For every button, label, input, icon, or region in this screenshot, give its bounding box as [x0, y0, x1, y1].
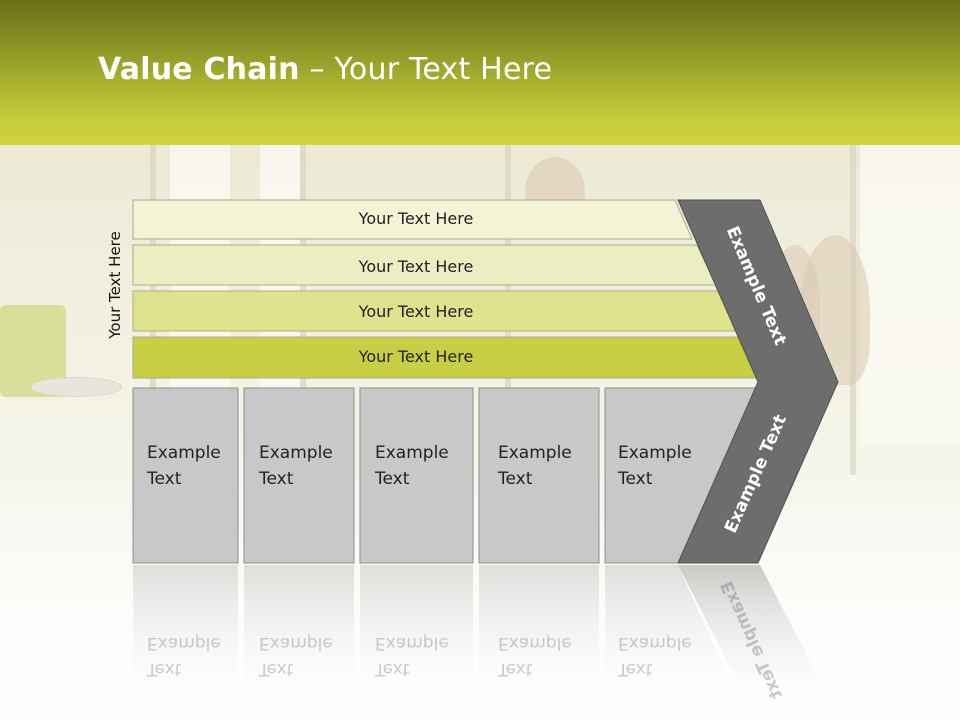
- title-bold: Value Chain: [98, 52, 300, 87]
- header-band: Value Chain – Your Text Here: [0, 0, 960, 145]
- box-2: [243, 387, 355, 564]
- slide-title: Value Chain – Your Text Here: [98, 52, 552, 87]
- box-1: [132, 387, 239, 564]
- box-4: [478, 387, 600, 564]
- title-rest: – Your Text Here: [299, 52, 553, 87]
- bar-1: [132, 199, 693, 240]
- box-reflections: [133, 565, 838, 715]
- chevron-arrow: [677, 199, 839, 564]
- bar-label-1: Your Text Here: [358, 209, 474, 228]
- bar-label-4: Your Text Here: [358, 347, 474, 366]
- bar-label-2: Your Text Here: [358, 257, 474, 276]
- bar-label-3: Your Text Here: [358, 302, 474, 321]
- box-3: [359, 387, 474, 564]
